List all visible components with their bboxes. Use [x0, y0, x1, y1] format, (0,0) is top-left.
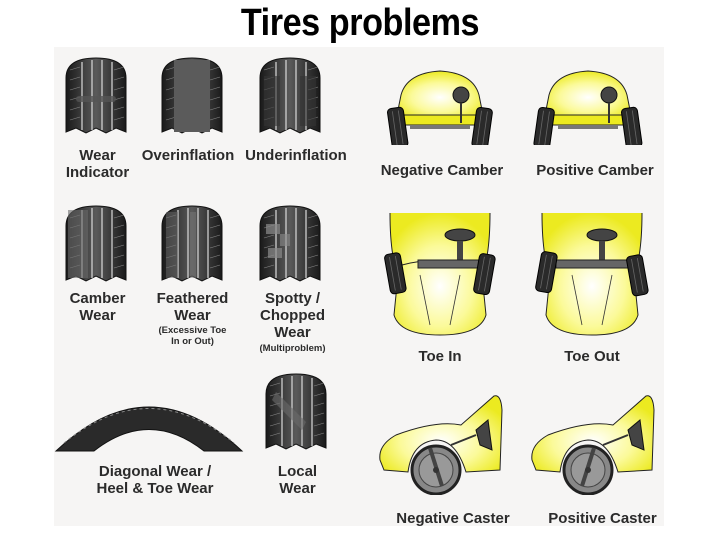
- label-local-wear: Local Wear: [277, 463, 318, 497]
- tire-icon: [161, 57, 223, 134]
- tire-feathered-wear-figure: [158, 204, 228, 289]
- label-feathered-wear: Feathered Wear: [156, 290, 229, 324]
- tire-diagonal-wear-figure: [54, 388, 244, 458]
- page-title: Tires problems: [240, 2, 480, 44]
- tire-camber-wear-figure: [62, 204, 132, 289]
- tire-icon: [259, 205, 321, 282]
- car-rear-icon: [386, 70, 494, 150]
- tire-wear-indicator-figure: [62, 56, 132, 141]
- tire-icon: [161, 205, 223, 282]
- label-positive-caster: Positive Caster: [548, 510, 657, 527]
- label-wear-indicator: Wear Indicator: [65, 147, 130, 181]
- label-toe-out: Toe Out: [564, 348, 620, 365]
- positive-camber-figure: [532, 65, 643, 150]
- tire-icon: [259, 57, 321, 134]
- note-feathered-wear: (Excessive Toe In or Out): [158, 325, 227, 347]
- tire-local-wear-figure: [262, 372, 332, 457]
- label-toe-in: Toe In: [418, 348, 462, 365]
- car-top-icon: [534, 212, 650, 336]
- label-camber-wear: Camber Wear: [69, 290, 126, 324]
- label-underinflation: Underinflation: [245, 147, 347, 164]
- tire-icon: [65, 57, 127, 134]
- tire-icon: [65, 205, 127, 282]
- label-negative-camber: Negative Camber: [380, 162, 504, 179]
- tire-spotty-wear-figure: [256, 204, 326, 289]
- label-spotty-chopped-wear: Spotty / Chopped Wear: [260, 290, 325, 341]
- negative-camber-figure: [385, 65, 495, 150]
- tire-icon: [265, 373, 327, 450]
- car-rear-icon: [532, 70, 643, 150]
- negative-caster-figure: [376, 390, 511, 500]
- toe-in-figure: [380, 205, 500, 345]
- car-side-icon: [379, 395, 503, 496]
- note-spotty-wear: (Multiproblem): [259, 343, 326, 354]
- tire-arc-icon: [54, 406, 244, 452]
- label-diagonal-wear: Diagonal Wear / Heel & Toe Wear: [96, 463, 214, 497]
- tire-underinflation-figure: [256, 56, 326, 141]
- label-positive-camber: Positive Camber: [536, 162, 654, 179]
- toe-out-figure: [532, 205, 652, 345]
- label-overinflation: Overinflation: [141, 147, 235, 164]
- car-side-icon: [531, 395, 655, 496]
- positive-caster-figure: [528, 390, 663, 500]
- tire-overinflation-figure: [158, 56, 228, 141]
- label-negative-caster: Negative Caster: [396, 510, 510, 527]
- car-top-icon: [383, 212, 497, 336]
